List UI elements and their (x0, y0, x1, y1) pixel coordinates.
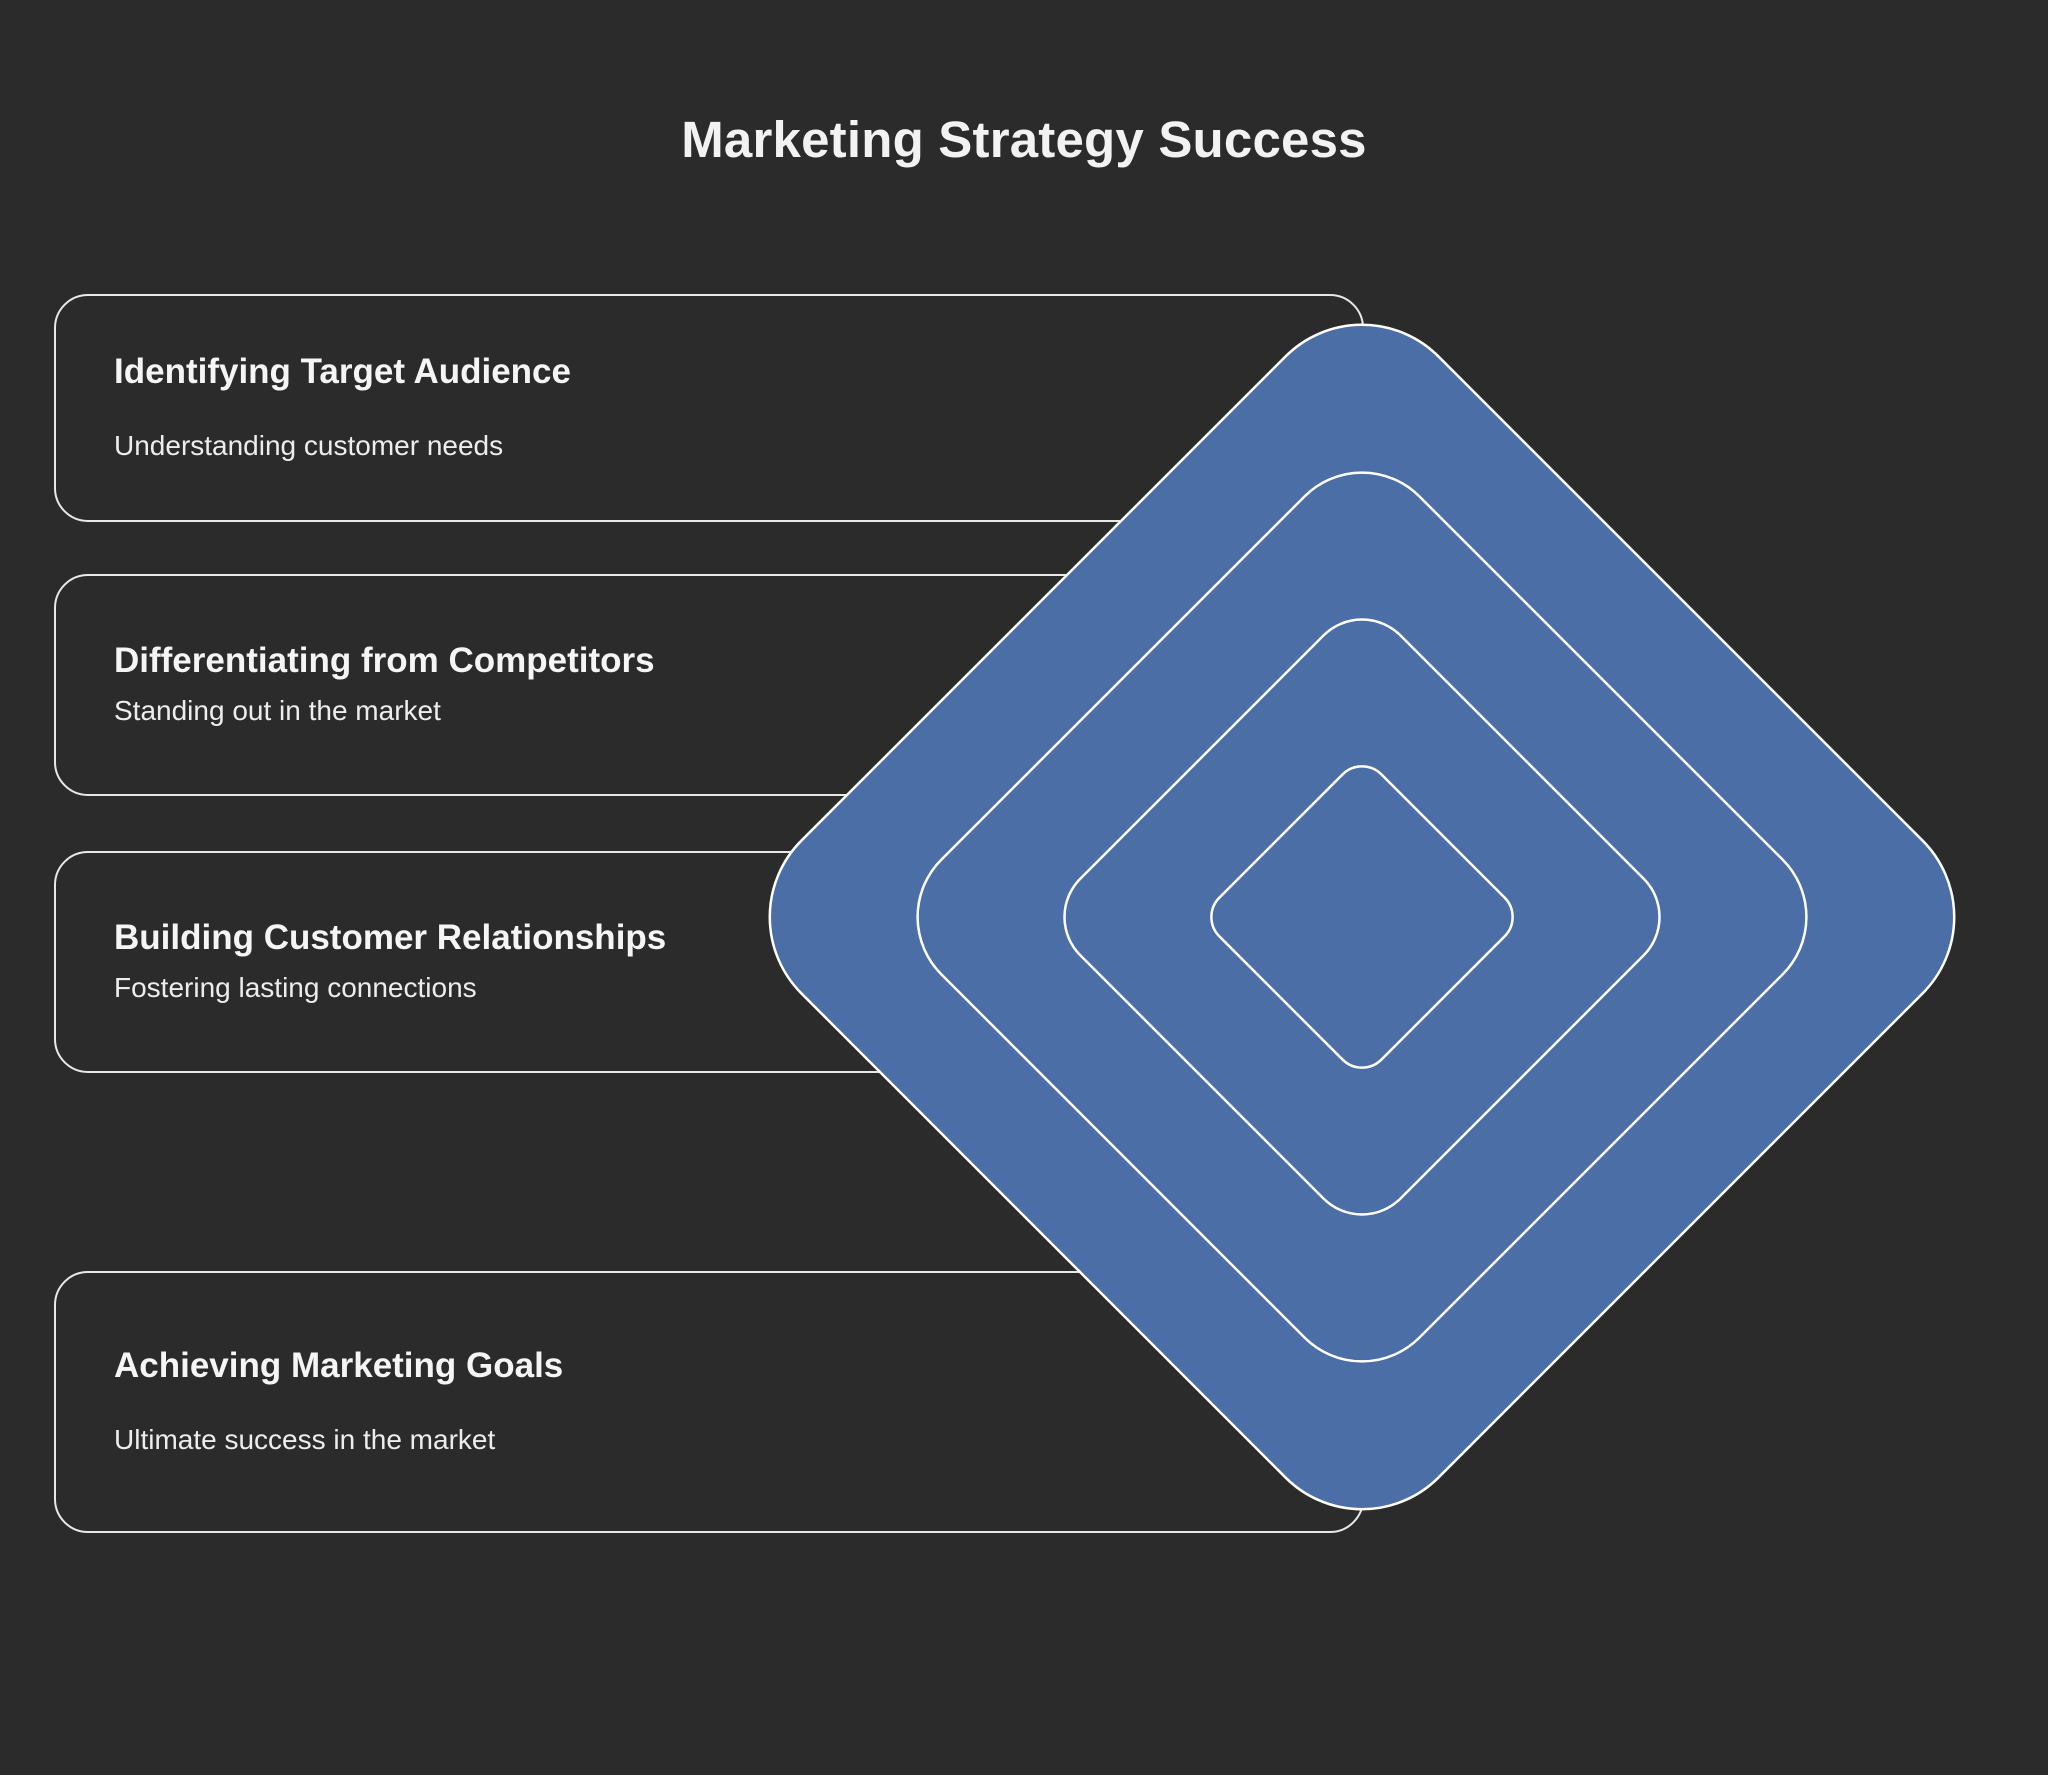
step-card-3[interactable]: Building Customer Relationships Fosterin… (54, 851, 1364, 1073)
step-card-2[interactable]: Differentiating from Competitors Standin… (54, 574, 1364, 796)
step-card-3-title: Building Customer Relationships (114, 918, 667, 958)
step-card-4-subtitle: Ultimate success in the market (114, 1424, 496, 1456)
step-card-2-subtitle: Standing out in the market (114, 695, 441, 727)
step-card-1-title: Identifying Target Audience (114, 352, 571, 392)
step-card-1-subtitle: Understanding customer needs (114, 430, 504, 462)
step-card-4[interactable]: Achieving Marketing Goals Ultimate succe… (54, 1271, 1364, 1533)
step-card-3-subtitle: Fostering lasting connections (114, 972, 477, 1004)
page-title: Marketing Strategy Success (681, 111, 1367, 168)
step-card-1[interactable]: Identifying Target Audience Understandin… (54, 294, 1364, 522)
step-card-4-title: Achieving Marketing Goals (114, 1346, 564, 1386)
step-card-2-title: Differentiating from Competitors (114, 641, 655, 681)
